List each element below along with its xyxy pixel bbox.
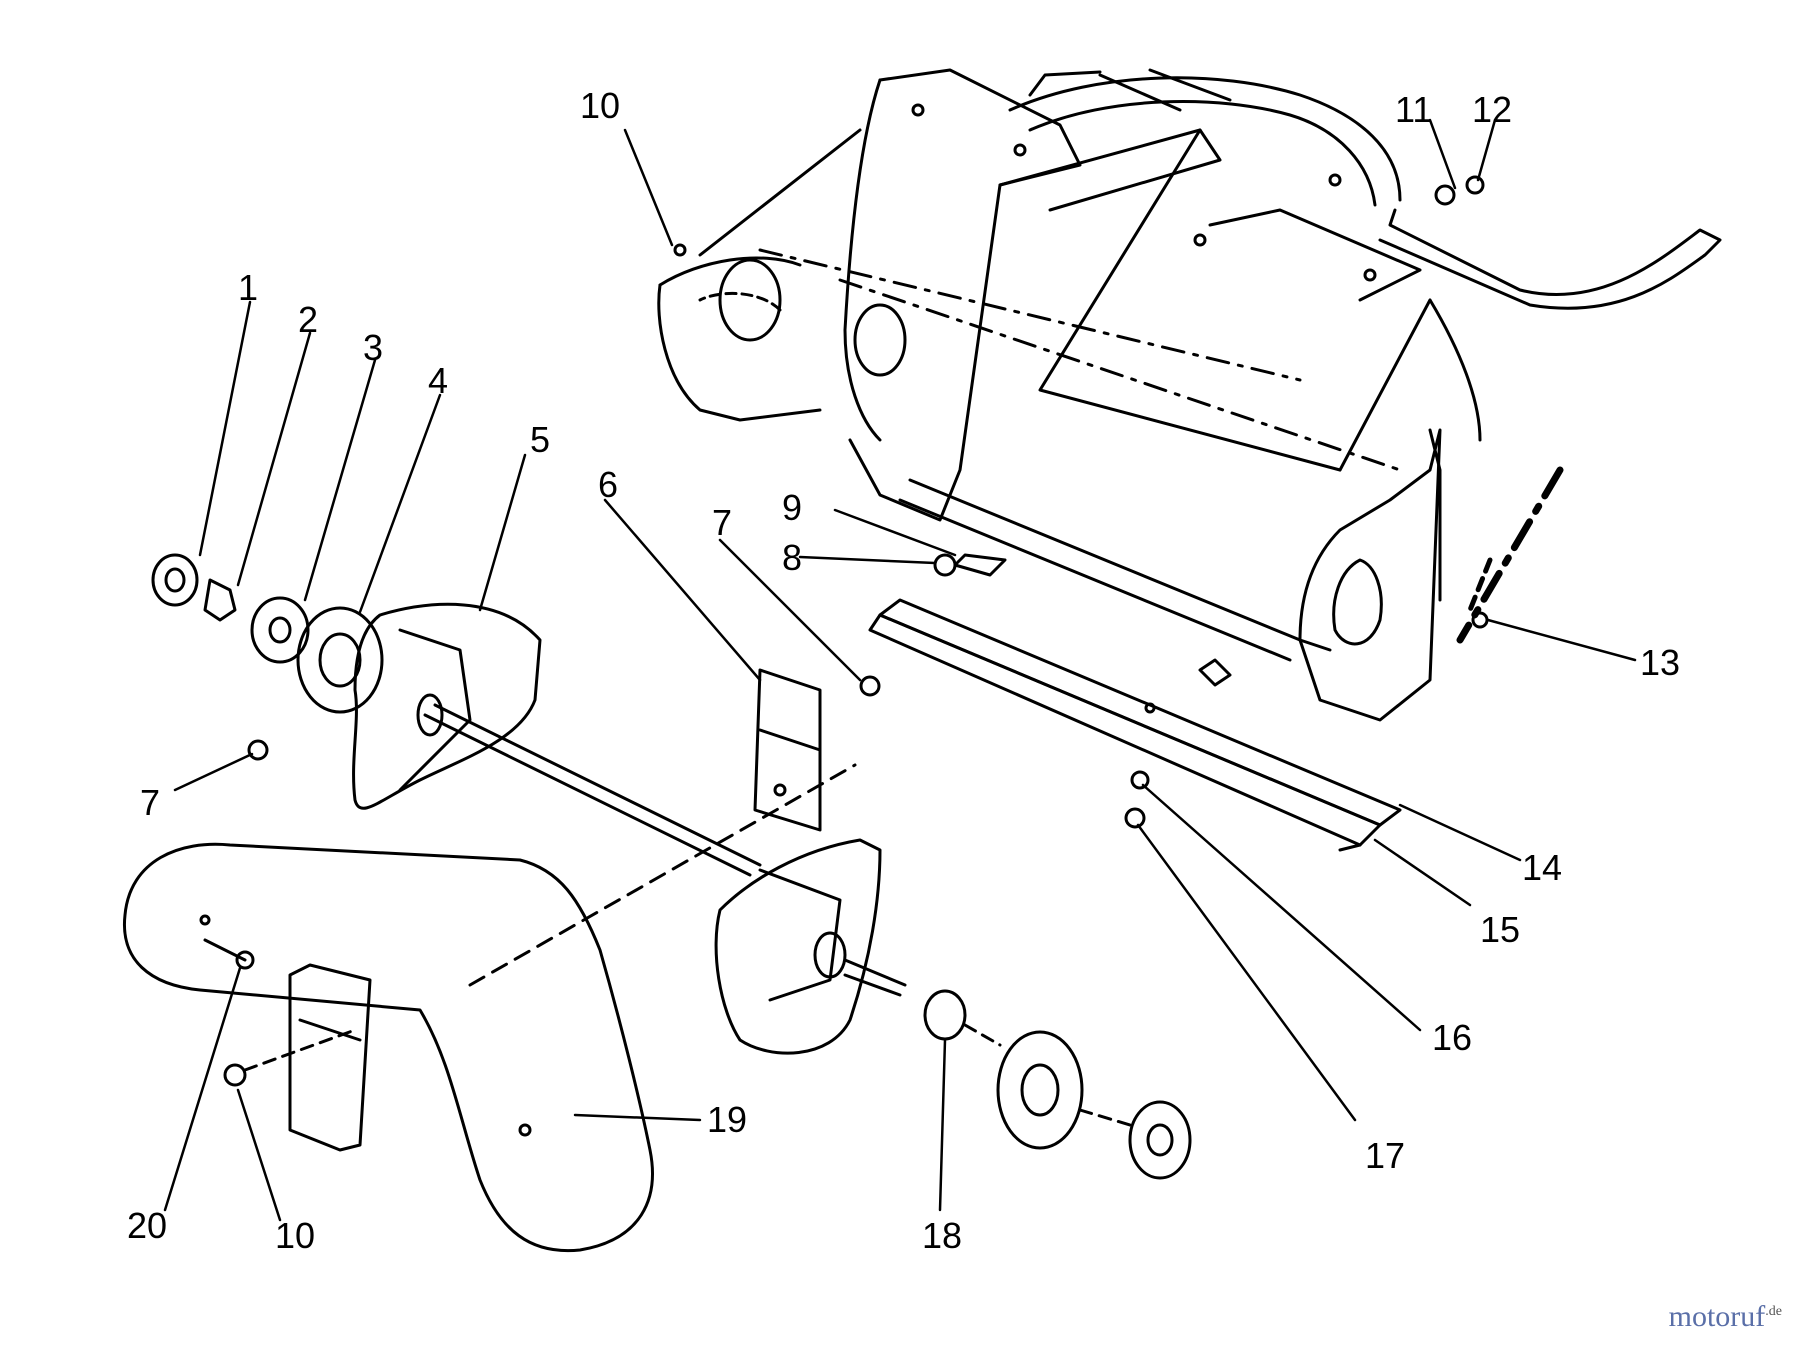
leader-lines (163, 118, 1637, 1222)
auger-flight-left (352, 602, 542, 810)
scraper-bar (868, 598, 1402, 852)
callout-10a: 10 (580, 85, 620, 126)
callout-8: 8 (782, 537, 802, 578)
callout-20: 20 (127, 1205, 167, 1246)
hardware-stack-left (151, 553, 384, 714)
callout-12: 12 (1472, 89, 1512, 130)
callout-11: 11 (1395, 89, 1432, 130)
callout-6: 6 (598, 464, 618, 505)
callout-19: 19 (707, 1099, 747, 1140)
callout-2: 2 (298, 299, 318, 340)
auger-flight-right (714, 838, 907, 1055)
callout-18: 18 (922, 1215, 962, 1256)
callout-3: 3 (363, 327, 383, 368)
callout-7a: 7 (712, 502, 732, 543)
callout-15: 15 (1480, 909, 1520, 950)
auger-housing (657, 68, 1722, 722)
watermark: motoruf.de (1669, 1300, 1782, 1334)
watermark-tld: .de (1765, 1304, 1782, 1319)
callout-14: 14 (1522, 847, 1562, 888)
callout-1: 1 (238, 267, 258, 308)
callout-13: 13 (1640, 642, 1680, 683)
callout-9: 9 (782, 487, 802, 528)
callout-5: 5 (530, 419, 550, 460)
impeller-paddle (753, 668, 822, 832)
hardware-stack-right (923, 989, 1192, 1180)
callout-4: 4 (428, 360, 448, 401)
auger-shaft (423, 703, 762, 877)
callout-10b: 10 (275, 1215, 315, 1256)
shave-plate (122, 842, 654, 1253)
callout-7b: 7 (140, 782, 160, 823)
callout-16: 16 (1432, 1017, 1472, 1058)
small-hardware (203, 175, 1489, 1087)
callout-17: 17 (1365, 1135, 1405, 1176)
callout-numbers: 1 2 3 4 5 6 7 7 8 9 10 10 11 12 13 14 15… (127, 85, 1680, 1256)
watermark-text: motoruf (1668, 1300, 1766, 1333)
